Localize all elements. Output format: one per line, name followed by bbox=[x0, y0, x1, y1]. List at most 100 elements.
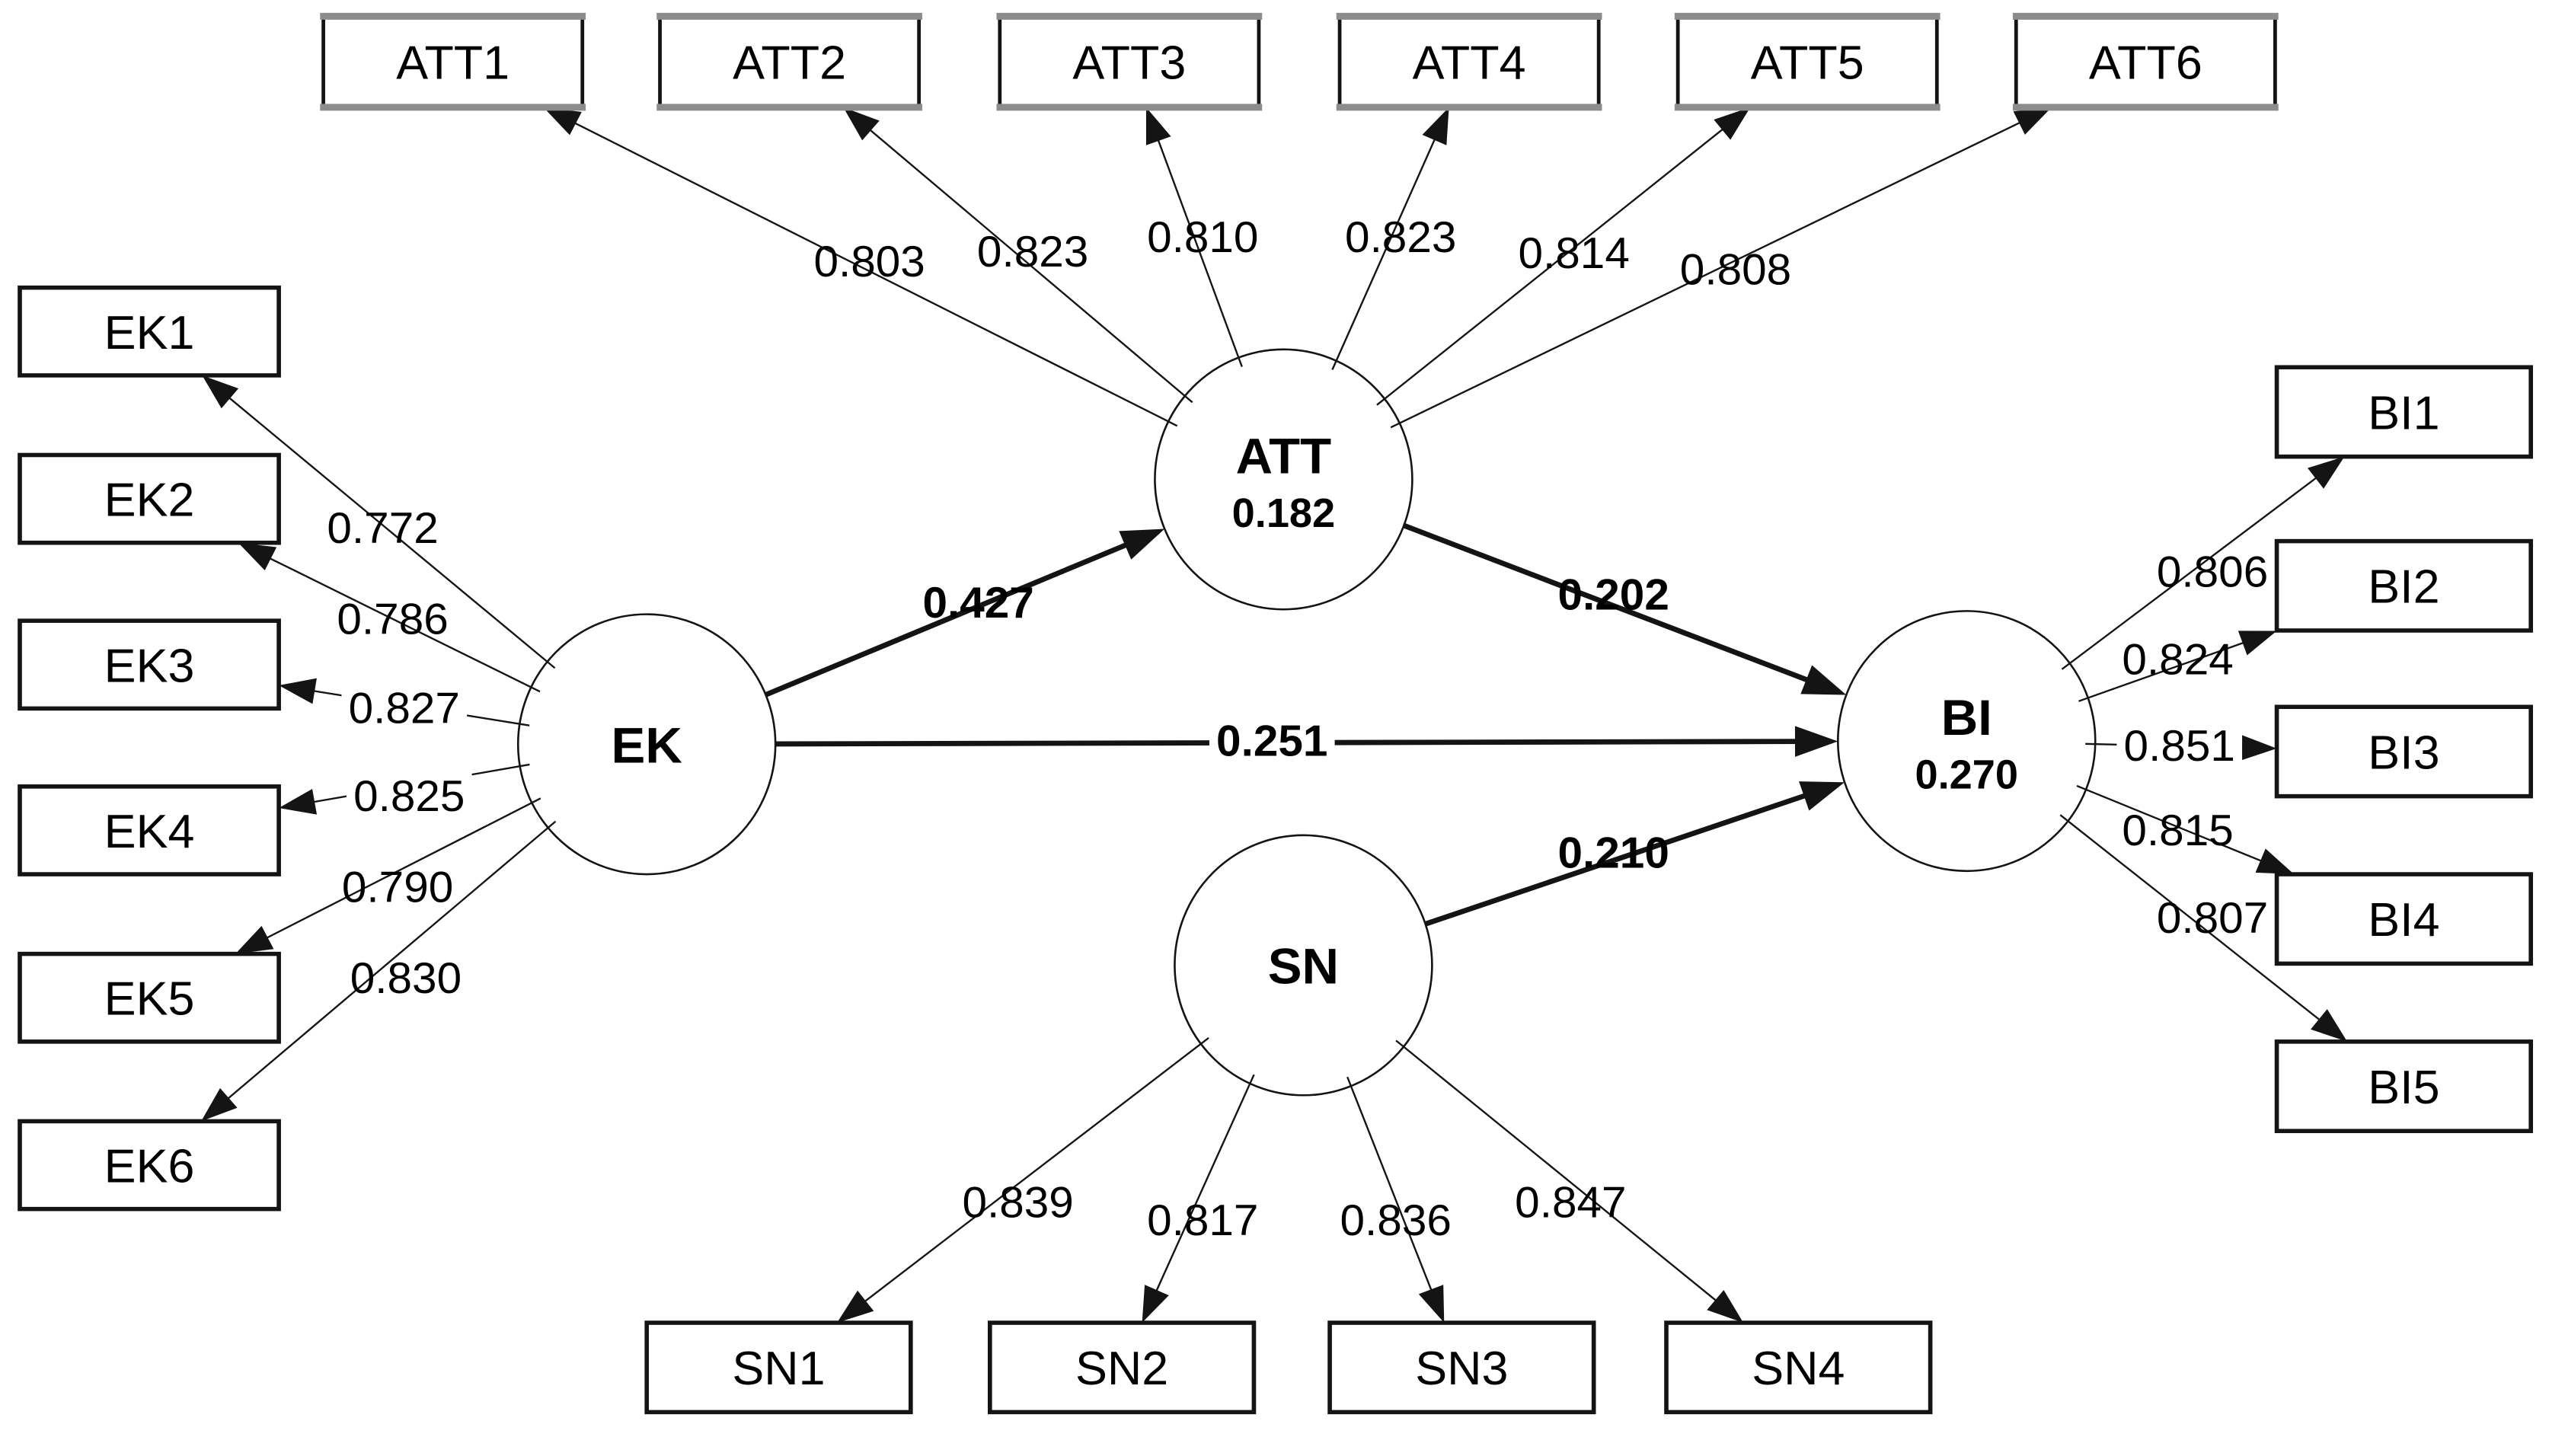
latent-name-EK: EK bbox=[612, 718, 682, 774]
loading-arrow-SN-SN4-arrowhead-icon bbox=[1707, 1289, 1744, 1323]
latent-circle-EK bbox=[516, 613, 777, 876]
path-arrow-SN-BI bbox=[1424, 781, 1845, 927]
loading-BI-BI3-label-bg bbox=[2116, 721, 2243, 771]
loading-arrow-SN-SN1-line bbox=[861, 1036, 1209, 1305]
loading-arrow-EK-EK2-line bbox=[266, 555, 541, 693]
loading-arrow-EK-EK2-arrowhead-icon bbox=[238, 542, 277, 571]
loading-arrow-SN-SN3-arrowhead-icon bbox=[1418, 1285, 1445, 1323]
indicator-label-ATT3: ATT3 bbox=[1072, 37, 1186, 89]
loading-arrow-SN-SN1 bbox=[837, 1036, 1209, 1323]
loading-BI-BI5-label: 0.807 bbox=[2157, 893, 2268, 943]
loading-arrow-ATT-ATT6 bbox=[1390, 107, 2052, 429]
indicator-EK6: EK6 bbox=[18, 1119, 281, 1212]
loading-arrow-BI-BI1 bbox=[2061, 456, 2345, 670]
indicator-label-BI1: BI1 bbox=[2368, 388, 2439, 439]
indicator-box-EK6 bbox=[18, 1119, 281, 1212]
loading-arrow-EK-EK6-line bbox=[224, 820, 557, 1102]
loading-arrow-ATT-ATT1-line bbox=[570, 120, 1178, 427]
loading-EK-EK4-label: 0.825 bbox=[353, 771, 465, 821]
loading-SN-SN1-label: 0.839 bbox=[962, 1178, 1073, 1228]
indicator-SN2: SN2 bbox=[987, 1320, 1257, 1415]
loading-arrow-EK-EK6-arrowhead-icon bbox=[201, 1087, 238, 1122]
indicator-ATT1: ATT1 bbox=[320, 12, 586, 111]
path-arrow-EK-BI-arrowhead-icon bbox=[1794, 726, 1838, 757]
indicator-BI2: BI2 bbox=[2274, 538, 2533, 633]
indicator-SN4: SN4 bbox=[1664, 1320, 1933, 1415]
loading-EK-EK3-label: 0.827 bbox=[349, 684, 460, 733]
loading-arrow-SN-SN3-line bbox=[1346, 1076, 1434, 1295]
loading-SN-SN2-label: 0.817 bbox=[1147, 1196, 1258, 1245]
indicator-EK3: EK3 bbox=[18, 618, 281, 711]
loading-ATT-ATT5-label: 0.814 bbox=[1519, 229, 1630, 279]
loading-arrow-SN-SN3 bbox=[1346, 1076, 1445, 1323]
indicator-box-SN3 bbox=[1327, 1320, 1596, 1415]
indicator-label-ATT2: ATT2 bbox=[733, 37, 846, 89]
loading-arrow-ATT-ATT3-line bbox=[1155, 136, 1243, 367]
indicator-BI4: BI4 bbox=[2274, 872, 2533, 966]
loading-arrow-SN-SN2 bbox=[1142, 1074, 1255, 1323]
indicator-label-EK4: EK4 bbox=[104, 806, 195, 857]
indicator-EK2: EK2 bbox=[18, 452, 281, 545]
loading-arrow-EK-EK5-arrowhead-icon bbox=[235, 925, 274, 954]
loading-arrow-ATT-ATT6-arrowhead-icon bbox=[2013, 107, 2052, 135]
loading-arrow-ATT-ATT6-line bbox=[1390, 120, 2024, 429]
loading-arrow-EK-EK3-arrowhead-icon bbox=[279, 678, 317, 704]
path-arrow-EK-ATT-arrowhead-icon bbox=[1119, 528, 1165, 560]
indicator-label-ATT4: ATT4 bbox=[1413, 37, 1526, 89]
path-arrow-EK-ATT bbox=[765, 528, 1165, 698]
indicator-box-SN4 bbox=[1664, 1320, 1933, 1415]
path-arrow-ATT-BI-arrowhead-icon bbox=[1800, 665, 1847, 695]
loading-arrow-ATT-ATT3-arrowhead-icon bbox=[1145, 107, 1171, 145]
loading-arrow-EK-EK2 bbox=[238, 542, 541, 693]
indicator-label-EK2: EK2 bbox=[104, 474, 195, 526]
latent-rsquare-BI: 0.270 bbox=[1915, 752, 2019, 798]
indicator-EK4: EK4 bbox=[18, 784, 281, 876]
loading-arrow-BI-BI3-arrowhead-icon bbox=[2240, 734, 2277, 761]
loading-arrow-SN-SN4 bbox=[1395, 1039, 1744, 1323]
loading-arrow-BI-BI4-arrowhead-icon bbox=[2255, 848, 2295, 875]
loading-arrow-ATT-ATT5-arrowhead-icon bbox=[1714, 107, 1751, 140]
loading-arrow-BI-BI4-line bbox=[2076, 784, 2266, 864]
path-EK-BI-label: 0.251 bbox=[1216, 717, 1327, 766]
latent-circle-BI bbox=[1837, 610, 2097, 873]
indicator-box-BI1 bbox=[2274, 365, 2533, 459]
loading-ATT-ATT6-label: 0.808 bbox=[1680, 245, 1791, 295]
loading-arrow-EK-EK6 bbox=[201, 820, 557, 1122]
indicator-box-EK1 bbox=[18, 285, 281, 378]
path-arrow-SN-BI-line bbox=[1424, 791, 1810, 927]
loading-arrow-BI-BI2 bbox=[2078, 631, 2277, 702]
indicator-box-BI4 bbox=[2274, 872, 2533, 966]
indicator-label-BI5: BI5 bbox=[2368, 1062, 2439, 1113]
loading-arrow-ATT-ATT5-line bbox=[1376, 126, 1727, 406]
indicator-SN3: SN3 bbox=[1327, 1320, 1596, 1415]
path-arrow-EK-ATT-line bbox=[765, 541, 1131, 698]
loading-arrow-BI-BI5-arrowhead-icon bbox=[2311, 1009, 2348, 1042]
indicator-label-EK3: EK3 bbox=[104, 640, 195, 692]
loading-ATT-ATT2-label: 0.823 bbox=[977, 228, 1088, 277]
loading-arrow-BI-BI5 bbox=[2059, 814, 2348, 1042]
indicator-box-EK5 bbox=[18, 951, 281, 1044]
loading-arrow-BI-BI1-arrowhead-icon bbox=[2308, 456, 2345, 489]
loading-ATT-ATT1-label: 0.803 bbox=[813, 237, 925, 286]
indicator-BI1: BI1 bbox=[2274, 365, 2533, 459]
loading-arrow-ATT-ATT2-line bbox=[866, 126, 1193, 404]
loading-arrow-ATT-ATT1 bbox=[543, 107, 1178, 427]
loading-arrow-ATT-ATT1-arrowhead-icon bbox=[543, 107, 582, 136]
indicator-box-BI2 bbox=[2274, 538, 2533, 633]
indicator-box-SN2 bbox=[987, 1320, 1257, 1415]
indicator-label-SN2: SN2 bbox=[1075, 1343, 1168, 1395]
latent-rsquare-ATT: 0.182 bbox=[1232, 491, 1336, 537]
loading-SN-SN4-label: 0.847 bbox=[1515, 1178, 1626, 1228]
indicator-BI5: BI5 bbox=[2274, 1039, 2533, 1133]
loading-arrow-SN-SN2-line bbox=[1154, 1074, 1255, 1295]
loading-arrow-EK-EK5-line bbox=[263, 797, 541, 941]
indicator-label-ATT1: ATT1 bbox=[396, 37, 509, 89]
indicator-label-EK6: EK6 bbox=[104, 1141, 195, 1193]
path-arrow-ATT-BI bbox=[1403, 522, 1847, 695]
indicator-label-EK1: EK1 bbox=[104, 307, 195, 359]
indicator-box-EK4 bbox=[18, 784, 281, 876]
loading-EK-EK4-label-bg bbox=[346, 771, 472, 821]
